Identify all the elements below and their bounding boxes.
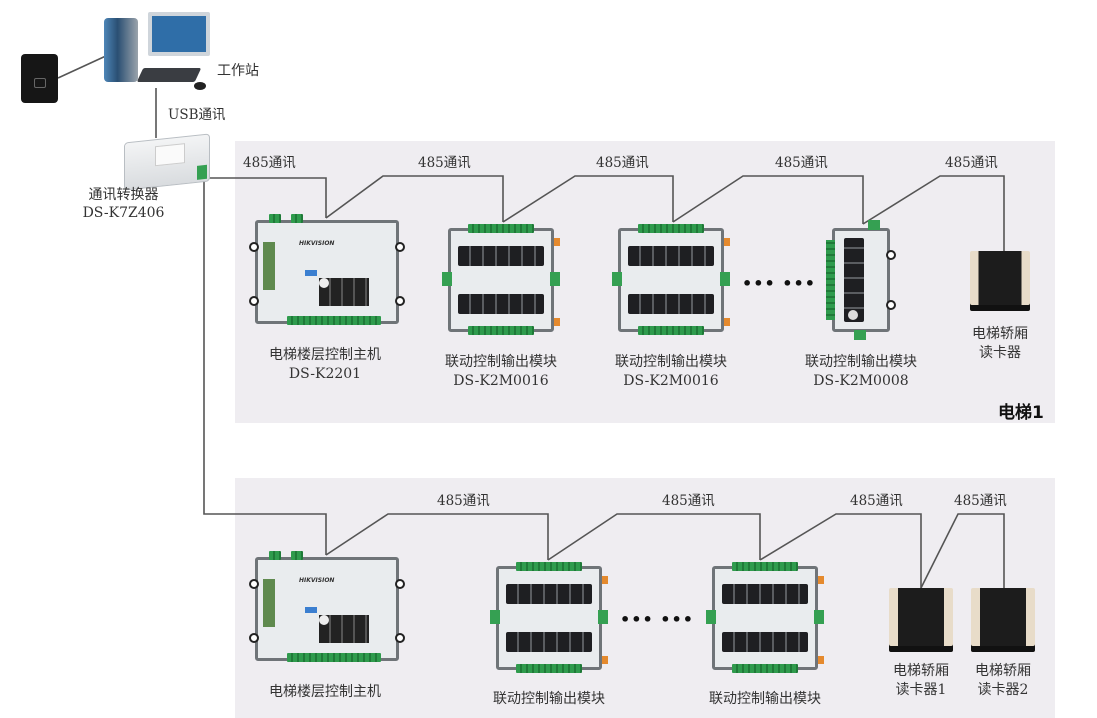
card-icon bbox=[34, 78, 46, 88]
elevator-floor-controller: HIKVISION bbox=[247, 212, 407, 332]
bus-label: 485通讯 bbox=[243, 155, 296, 171]
workstation-computer bbox=[104, 12, 214, 92]
module-name: 联动控制输出模块 bbox=[615, 354, 727, 370]
module-name: 联动控制输出模块 bbox=[445, 354, 557, 370]
workstation-label: 工作站 bbox=[217, 63, 259, 79]
bus-label: 485通讯 bbox=[418, 155, 471, 171]
mouse-icon bbox=[194, 82, 206, 90]
hikvision-logo: HIKVISION bbox=[299, 577, 335, 584]
linkage-output-module-16 bbox=[490, 556, 610, 676]
module-name: 联动控制输出模块 bbox=[493, 691, 605, 707]
bus-label: 485通讯 bbox=[662, 493, 715, 509]
linkage-output-module-16 bbox=[612, 218, 732, 338]
reader-label-line1: 电梯轿厢 bbox=[893, 663, 949, 679]
monitor-icon bbox=[148, 12, 210, 56]
reader-label-line2: 读卡器1 bbox=[895, 682, 947, 698]
bus-label: 485通讯 bbox=[945, 155, 998, 171]
linkage-output-module-16 bbox=[442, 218, 562, 338]
ellipsis: ••• ••• bbox=[620, 610, 694, 629]
bus-label: 485通讯 bbox=[437, 493, 490, 509]
converter-sticker bbox=[155, 143, 185, 167]
elevator-card-reader bbox=[970, 251, 1030, 311]
converter-terminal bbox=[197, 164, 207, 180]
bus-label: 485通讯 bbox=[775, 155, 828, 171]
converter-model: DS-K7Z406 bbox=[82, 205, 165, 221]
module-name: 联动控制输出模块 bbox=[709, 691, 821, 707]
communication-converter bbox=[124, 133, 210, 191]
elevator-floor-controller: HIKVISION bbox=[247, 549, 407, 669]
module-model: DS-K2M0016 bbox=[453, 373, 549, 389]
desktop-card-reader bbox=[21, 54, 58, 103]
elevator-card-reader-1 bbox=[889, 588, 953, 652]
wire-reader-pc bbox=[57, 54, 109, 79]
linkage-output-module-16 bbox=[706, 556, 826, 676]
ellipsis: ••• ••• bbox=[742, 274, 816, 293]
elevator-1-title: 电梯1 bbox=[998, 403, 1044, 423]
hikvision-logo: HIKVISION bbox=[299, 240, 335, 247]
bus-label: 485通讯 bbox=[850, 493, 903, 509]
bus-label: 485通讯 bbox=[596, 155, 649, 171]
module-model: DS-K2M0016 bbox=[623, 373, 719, 389]
reader-label-line2: 读卡器 bbox=[979, 345, 1021, 361]
reader-label-line2: 读卡器2 bbox=[977, 682, 1029, 698]
module-model: DS-K2M0008 bbox=[813, 373, 909, 389]
pc-tower-icon bbox=[104, 18, 138, 82]
converter-name: 通讯转换器 bbox=[88, 187, 159, 203]
controller-name: 电梯楼层控制主机 bbox=[269, 684, 381, 700]
usb-label: USB通讯 bbox=[168, 107, 226, 123]
bus-label: 485通讯 bbox=[954, 493, 1007, 509]
module-name: 联动控制输出模块 bbox=[805, 354, 917, 370]
elevator-card-reader-2 bbox=[971, 588, 1035, 652]
controller-name: 电梯楼层控制主机 bbox=[269, 347, 381, 363]
controller-model: DS-K2201 bbox=[288, 366, 362, 382]
keyboard-icon bbox=[136, 68, 202, 82]
linkage-output-module-8 bbox=[824, 220, 898, 340]
reader-label-line1: 电梯轿厢 bbox=[972, 326, 1028, 342]
reader-label-line1: 电梯轿厢 bbox=[975, 663, 1031, 679]
